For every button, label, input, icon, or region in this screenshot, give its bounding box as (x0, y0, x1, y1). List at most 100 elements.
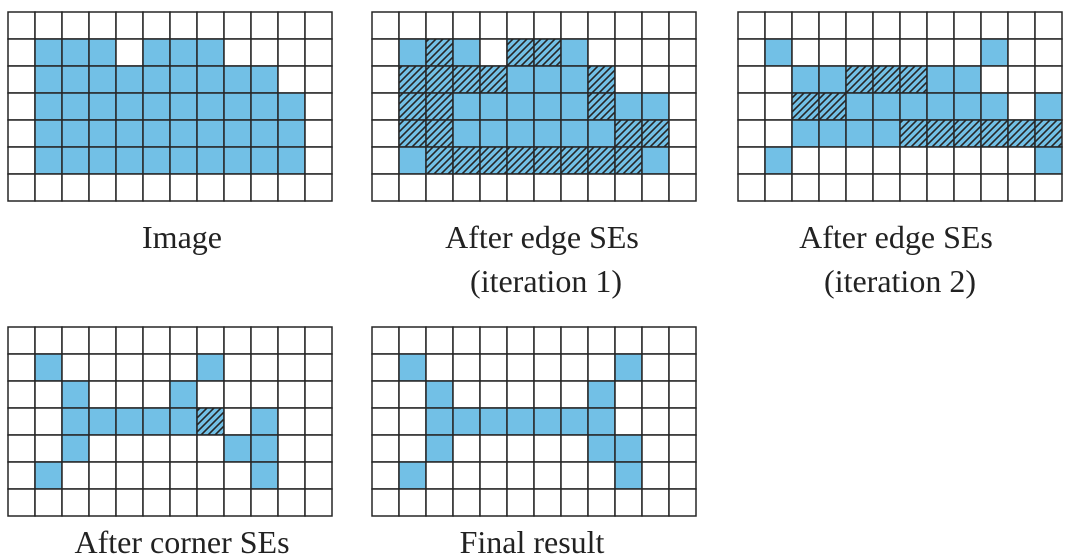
grid-cell-empty (7, 92, 36, 121)
grid-cell-hatched (425, 146, 454, 175)
grid-cell-empty (7, 407, 36, 436)
grid-cell-filled (452, 407, 481, 436)
grid-cell-empty (88, 434, 117, 463)
grid-cell-empty (818, 173, 847, 202)
grid-cell-empty (560, 326, 589, 355)
caption-line-2: (iteration 1) (470, 263, 622, 299)
grid-cell-empty (506, 488, 535, 517)
grid-cell-empty (668, 11, 697, 40)
grid-cell-empty (115, 434, 144, 463)
grid-cell-empty (506, 11, 535, 40)
grid-cell-empty (425, 11, 454, 40)
grid-cell-empty (196, 434, 225, 463)
grid-cell-filled (196, 353, 225, 382)
grid-cell-empty (88, 326, 117, 355)
grid-cell-empty (899, 173, 928, 202)
grid-cell-empty (61, 461, 90, 490)
grid-cell-filled (587, 380, 616, 409)
grid-cell-empty (479, 11, 508, 40)
grid-cell-filled (88, 119, 117, 148)
grid-cell-filled (899, 92, 928, 121)
grid-cell-empty (61, 11, 90, 40)
grid-cell-empty (641, 173, 670, 202)
grid-cell-empty (1007, 146, 1036, 175)
grid-cell-empty (115, 11, 144, 40)
grid-cell-filled (196, 146, 225, 175)
grid-cell-empty (88, 173, 117, 202)
grid-cell-empty (872, 146, 901, 175)
grid-cell-hatched (196, 407, 225, 436)
grid-cell-filled (425, 407, 454, 436)
grid-cell-empty (980, 146, 1009, 175)
caption-line-1: Final result (460, 524, 605, 560)
grid-cell-empty (872, 38, 901, 67)
grid-cell-empty (614, 488, 643, 517)
grid-cell-empty (737, 65, 766, 94)
grid-cell-empty (277, 407, 306, 436)
grid-cell-hatched (845, 65, 874, 94)
grid-cell-filled (88, 407, 117, 436)
grid-cell-empty (169, 326, 198, 355)
grid-cell-filled (452, 92, 481, 121)
grid-cell-empty (533, 434, 562, 463)
grid-cell-empty (304, 65, 333, 94)
panel-final-result-caption: Final result (460, 524, 605, 560)
grid-cell-empty (872, 11, 901, 40)
grid-cell-filled (845, 92, 874, 121)
grid-cell-empty (398, 11, 427, 40)
grid-cell-hatched (425, 65, 454, 94)
grid-cell-empty (764, 119, 793, 148)
grid-cell-hatched (506, 146, 535, 175)
grid-cell-empty (668, 173, 697, 202)
grid-cell-hatched (533, 146, 562, 175)
grid-cell-empty (641, 461, 670, 490)
grid-cell-filled (142, 119, 171, 148)
grid-cell-empty (304, 434, 333, 463)
grid-cell-empty (845, 38, 874, 67)
grid-cell-empty (668, 461, 697, 490)
grid-cell-empty (34, 407, 63, 436)
grid-cell-empty (277, 11, 306, 40)
grid-cell-empty (926, 11, 955, 40)
grid-cell-empty (223, 38, 252, 67)
grid-cell-empty (304, 38, 333, 67)
grid-cell-empty (668, 353, 697, 382)
panel-image: Image (7, 11, 333, 255)
grid-cell-empty (614, 380, 643, 409)
grid-cell-filled (1034, 92, 1063, 121)
grid-cell-filled (61, 38, 90, 67)
grid-cell-empty (88, 488, 117, 517)
grid-cell-empty (1034, 38, 1063, 67)
grid-cell-empty (668, 119, 697, 148)
grid-cell-hatched (425, 92, 454, 121)
grid-cell-empty (1007, 92, 1036, 121)
grid-cell-empty (115, 353, 144, 382)
grid-cell-filled (196, 65, 225, 94)
grid-cell-empty (818, 38, 847, 67)
grid-cell-empty (668, 92, 697, 121)
grid-cell-empty (277, 173, 306, 202)
grid-cell-empty (791, 146, 820, 175)
grid-cell-empty (304, 461, 333, 490)
grid-cell-empty (7, 173, 36, 202)
grid-cell-filled (641, 146, 670, 175)
grid-cell-empty (398, 488, 427, 517)
grid-cell-filled (452, 38, 481, 67)
grid-cell-hatched (398, 119, 427, 148)
grid-cell-filled (980, 92, 1009, 121)
grid-cell-empty (818, 11, 847, 40)
panel-corner-ses-caption: After corner SEs (74, 524, 289, 560)
grid-cell-empty (479, 380, 508, 409)
grid-cell-empty (371, 11, 400, 40)
grid-cell-filled (533, 119, 562, 148)
grid-cell-filled (533, 407, 562, 436)
grid-cell-empty (452, 434, 481, 463)
grid-cell-empty (764, 11, 793, 40)
grid-cell-filled (872, 92, 901, 121)
grid-cell-empty (169, 173, 198, 202)
grid-cell-empty (398, 407, 427, 436)
grid-cell-filled (34, 38, 63, 67)
grid-cell-empty (479, 353, 508, 382)
caption-line-1: After corner SEs (74, 524, 289, 560)
grid-cell-empty (88, 353, 117, 382)
